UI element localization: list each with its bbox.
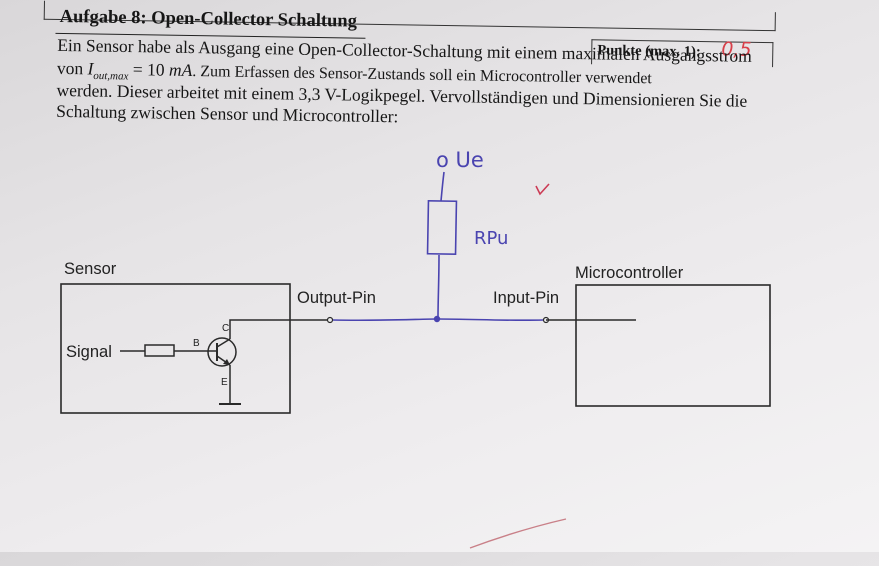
base-resistor: [144, 344, 175, 357]
signal-label: Signal: [66, 343, 112, 361]
output-pin-label: Output-Pin: [297, 289, 376, 307]
transistor-symbol: [207, 337, 237, 367]
pullup-upper-wire: [440, 171, 445, 202]
microcontroller-box: [575, 284, 771, 407]
supply-voltage-annotation: o Ue: [436, 148, 484, 172]
input-pin-label: Input-Pin: [493, 289, 560, 307]
base-label: B: [193, 338, 200, 349]
hand-drawn-junction: [433, 315, 441, 323]
pen-stroke: [469, 518, 567, 549]
pullup-resistor-annotation: RPu: [474, 228, 509, 249]
collector-label: C: [222, 323, 230, 334]
transistor-collector-leg: [216, 338, 231, 348]
emitter-arrow: [223, 359, 230, 365]
output-pin-terminal: [326, 316, 334, 324]
collector-wire: [229, 319, 290, 339]
check-mark-icon: [535, 183, 550, 196]
pullup-lower-wire: [437, 254, 440, 319]
emitter-label: E: [221, 377, 228, 388]
pullup-resistor: [426, 199, 458, 256]
circuit-diagram: [60, 171, 771, 549]
sensor-label: Sensor: [64, 260, 117, 278]
sensor-box: [60, 283, 291, 414]
microcontroller-label: Microcontroller: [575, 264, 684, 282]
